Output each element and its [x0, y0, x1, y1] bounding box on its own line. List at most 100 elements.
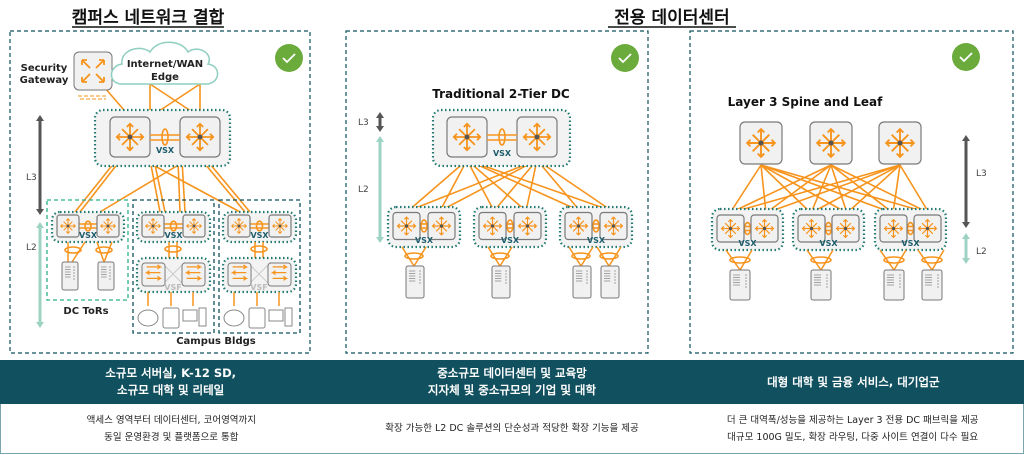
arrow-head-down [962, 222, 970, 228]
link-line [820, 249, 834, 271]
segment-title-line: 지자체 및 중소규모의 기업 및 대학 [427, 383, 597, 397]
check-mark [282, 53, 296, 64]
link-line [729, 164, 762, 214]
link-line [204, 157, 251, 213]
network-diagram: 캠퍼스 네트워크 결합 전용 데이터센터 Security Gateway In… [9, 7, 1014, 354]
link-line [760, 164, 894, 214]
switch-icon [564, 211, 593, 241]
monitor-icon [268, 309, 284, 322]
lag-ring [255, 220, 264, 232]
link-line [153, 159, 166, 213]
link-line [580, 246, 594, 267]
vsx-label: VSX [79, 231, 98, 240]
access-switch-icon [141, 262, 166, 287]
link-line [487, 246, 501, 267]
access-switch-icon [267, 262, 292, 287]
segment-title-line: 소규모 대학 및 리테일 [117, 383, 225, 397]
switch-icon [96, 214, 120, 238]
link-line [568, 246, 582, 267]
arrow-head-down [376, 237, 384, 243]
link-line [893, 249, 907, 271]
desc-line: 더 큰 대역폭/성능을 제공하는 Layer 3 전용 DC 패브릭을 제공 [726, 414, 979, 426]
link-line [760, 164, 848, 214]
l2-label: L2 [26, 243, 37, 253]
link-line [765, 164, 901, 214]
lag-ring [883, 256, 905, 264]
switch-center [925, 226, 930, 231]
gateway-base [78, 95, 108, 100]
dc-tors-label: DC ToRs [63, 306, 108, 317]
lag-ring [490, 252, 510, 260]
layer-arrow [962, 233, 970, 264]
link-line [931, 249, 945, 271]
switch-icon [513, 211, 542, 241]
panel-border [345, 30, 649, 354]
vsx-label: VSX [501, 236, 520, 245]
panel-border [689, 30, 1014, 354]
link-line [608, 246, 622, 267]
switch-center [66, 224, 70, 228]
link-line [74, 157, 119, 213]
two-tier-title: Traditional 2-Tier DC [432, 87, 570, 101]
lag-ring [420, 219, 428, 233]
switch-center [106, 224, 110, 228]
arrow-head-down [962, 258, 970, 264]
server-body [61, 261, 79, 291]
pc-tower-icon [198, 307, 207, 327]
lag-ring [250, 245, 268, 253]
lag-ring [810, 256, 832, 264]
server-lines [604, 270, 616, 284]
link-line [830, 164, 894, 214]
spine-leaf-l2-label: L2 [976, 247, 987, 257]
cloud-label: Internet/WAN [127, 59, 203, 70]
panel-border [9, 30, 311, 354]
switch-icon [516, 116, 558, 158]
server-lines [495, 270, 507, 284]
server-lines [101, 266, 111, 280]
segment-title-small: 소규모 서버실, K-12 SD,소규모 대학 및 리테일 [0, 360, 341, 404]
link-line [892, 164, 901, 214]
desc-line: 대규모 100G 밀도, 확장 라우팅, 다중 사이트 연결이 다수 필요 [727, 431, 979, 443]
arrow-head-up [36, 222, 44, 228]
link-line [917, 249, 933, 271]
phone-icon [248, 307, 266, 329]
layer-arrow [36, 222, 44, 328]
datacenter-header: 전용 데이터센터 [614, 8, 729, 28]
switch-center [758, 140, 764, 146]
access-point-icon [223, 309, 245, 327]
spine-switch-icon [809, 121, 853, 165]
switch-icon [182, 214, 206, 238]
switch-center [464, 134, 470, 140]
vsx-label: VSX [587, 236, 606, 245]
check-circle [275, 44, 303, 72]
lag-ring [161, 128, 169, 146]
check-icon [275, 44, 303, 72]
spine-leaf-title: Layer 3 Spine and Leaf [728, 95, 883, 109]
phone-icon [162, 307, 180, 329]
segment-band: 소규모 서버실, K-12 SD,소규모 대학 및 리테일 중소규모 데이터센터… [0, 360, 1024, 404]
spine-switch-icon [878, 121, 922, 165]
connections [74, 83, 930, 214]
switch-icon [227, 214, 251, 238]
link-line [466, 159, 527, 212]
server-icon [61, 261, 79, 291]
link-line [729, 164, 832, 214]
link-line [199, 157, 246, 213]
security-gateway-label-2: Gateway [20, 75, 69, 86]
security-gateway-icon [73, 51, 113, 100]
access-switch-icon [181, 262, 206, 287]
desc-line: 확장 가능한 L2 DC 솔루션의 단순성과 적당한 확장 기능을 제공 [385, 423, 639, 434]
link-line [439, 159, 538, 212]
lag-ring [64, 246, 82, 254]
switch-center [762, 226, 767, 231]
arrow-head-up [376, 136, 384, 142]
arrow-head-down [376, 126, 384, 132]
lag-ring [164, 245, 182, 253]
server-icon [921, 269, 943, 301]
switch-icon [141, 214, 165, 238]
link-line [466, 159, 613, 212]
server-lines [576, 270, 588, 284]
two-tier-l2-label: L2 [358, 185, 369, 195]
switch-arrows [230, 264, 249, 281]
